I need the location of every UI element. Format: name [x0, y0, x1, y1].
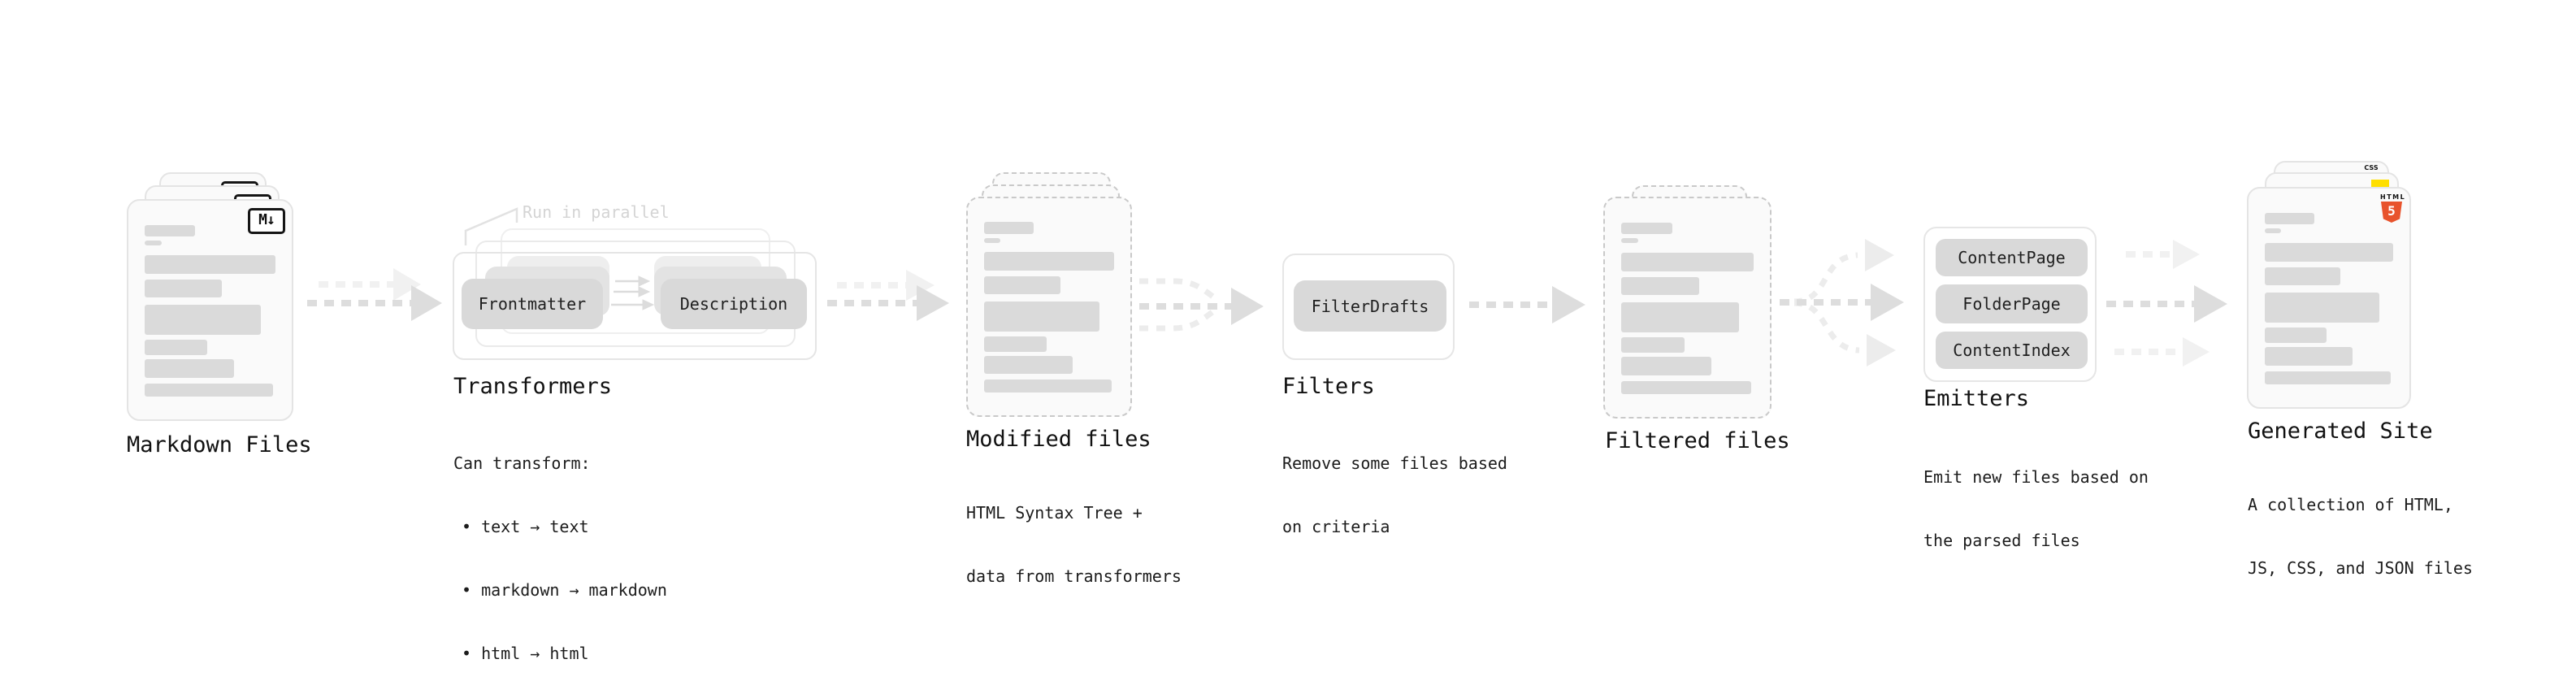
run-in-parallel-note: Run in parallel [523, 202, 670, 222]
arrow-transformers-to-modified-light [837, 270, 935, 301]
description-pill: Description [661, 279, 807, 329]
filterdrafts-pill: FilterDrafts [1294, 280, 1446, 332]
modified-files-caption: HTML Syntax Tree + data from transformer… [966, 503, 1182, 586]
arrow-emitters-to-site [2106, 240, 2227, 367]
contentindex-pill: ContentIndex [1936, 332, 2088, 369]
markdown-icon: M↓ [248, 208, 285, 234]
transformers-caption: Can transform: • text → text • markdown … [453, 453, 667, 663]
arrow-markdown-to-transformers-light [319, 268, 421, 301]
modified-files-label: Modified files [966, 427, 1151, 452]
filters-label: Filters [1282, 374, 1375, 399]
document-placeholder-lines [1605, 198, 1770, 417]
filters-caption: Remove some files based on criteria [1282, 453, 1507, 536]
html-file-card: HTML 5 [2247, 187, 2411, 409]
folderpage-pill: FolderPage [1936, 284, 2088, 323]
html5-icon: HTML 5 [2380, 193, 2405, 223]
arrow-markdown-to-transformers [307, 285, 442, 321]
document-placeholder-lines [128, 201, 292, 419]
modified-file-card [966, 197, 1132, 417]
contentpage-pill: ContentPage [1936, 239, 2088, 276]
emitters-box: ContentPage FolderPage ContentIndex [1923, 227, 2097, 382]
filtered-files-label: Filtered files [1605, 428, 1790, 453]
generated-site-label: Generated Site [2248, 419, 2433, 444]
document-placeholder-lines [968, 198, 1130, 415]
arrow-modified-to-filters [1139, 278, 1264, 332]
js-icon [2371, 180, 2389, 189]
arrow-filtered-to-emitters [1780, 239, 1904, 367]
arrow-transformers-to-modified [827, 285, 949, 321]
filters-box: FilterDrafts [1282, 254, 1455, 360]
emitters-label: Emitters [1923, 386, 2030, 411]
generated-site-caption: A collection of HTML, JS, CSS, and JSON … [2248, 495, 2473, 578]
frontmatter-pill: Frontmatter [462, 279, 603, 329]
document-placeholder-lines [2249, 189, 2409, 407]
arrow-filters-to-filtered [1469, 286, 1585, 323]
markdown-file-card: M↓ [127, 199, 293, 421]
transformer-box-front [453, 252, 817, 360]
transformers-label: Transformers [453, 374, 613, 399]
emitters-caption: Emit new files based on the parsed files [1923, 467, 2149, 550]
filtered-file-card [1603, 197, 1772, 419]
markdown-files-label: Markdown Files [127, 432, 312, 458]
